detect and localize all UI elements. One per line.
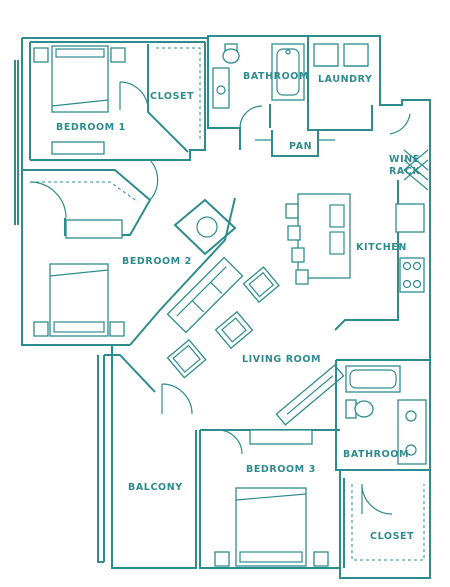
label-bathroom-2: BATHROOM [343,449,409,460]
pan-closet [255,130,335,157]
label-laundry: LAUNDRY [318,74,373,85]
label-bedroom-1: BEDROOM 1 [56,122,126,133]
label-pan: PAN [289,141,312,152]
kitchen-island [297,193,351,279]
label-bathroom-1: BATHROOM [243,71,309,82]
bed-1 [51,45,109,113]
armchair [166,338,207,379]
label-closet-1: CLOSET [150,91,194,102]
bedroom-3 [200,429,341,568]
closet-2-shelf [65,219,123,239]
laundry [307,36,411,135]
label-living-room: LIVING ROOM [242,354,321,365]
armchair [242,266,280,304]
bathroom-2 [335,359,430,471]
bedroom-1 [30,42,206,161]
label-wine-rack-line2: RACK [389,166,420,177]
stool [295,269,309,285]
dresser-3 [249,429,313,445]
stool [287,225,301,241]
washer [313,43,339,67]
living-room [161,256,345,426]
label-bedroom-2: BEDROOM 2 [122,256,192,267]
label-wine-rack-line1: WINE [389,154,420,165]
label-kitchen: KITCHEN [356,242,407,253]
refrigerator [395,203,425,233]
closet-1 [147,44,201,153]
bed-2 [49,263,109,337]
sofa [166,256,244,334]
range [399,257,425,293]
vanity-1 [212,67,230,109]
stool [291,247,305,263]
coffee-table [214,310,254,350]
label-balcony: BALCONY [128,482,183,493]
toilet-1 [222,48,240,64]
label-bedroom-3: BEDROOM 3 [246,464,316,475]
bedroom-2 [22,159,237,346]
closet-2 [343,478,425,568]
kitchen [285,149,429,331]
dresser-1 [51,141,105,155]
balcony [104,354,156,393]
bed-3 [235,487,307,567]
toilet-2 [354,400,374,418]
bathroom-1 [207,38,305,150]
stool [285,203,299,219]
label-closet-2: CLOSET [370,531,414,542]
dryer [343,43,369,67]
